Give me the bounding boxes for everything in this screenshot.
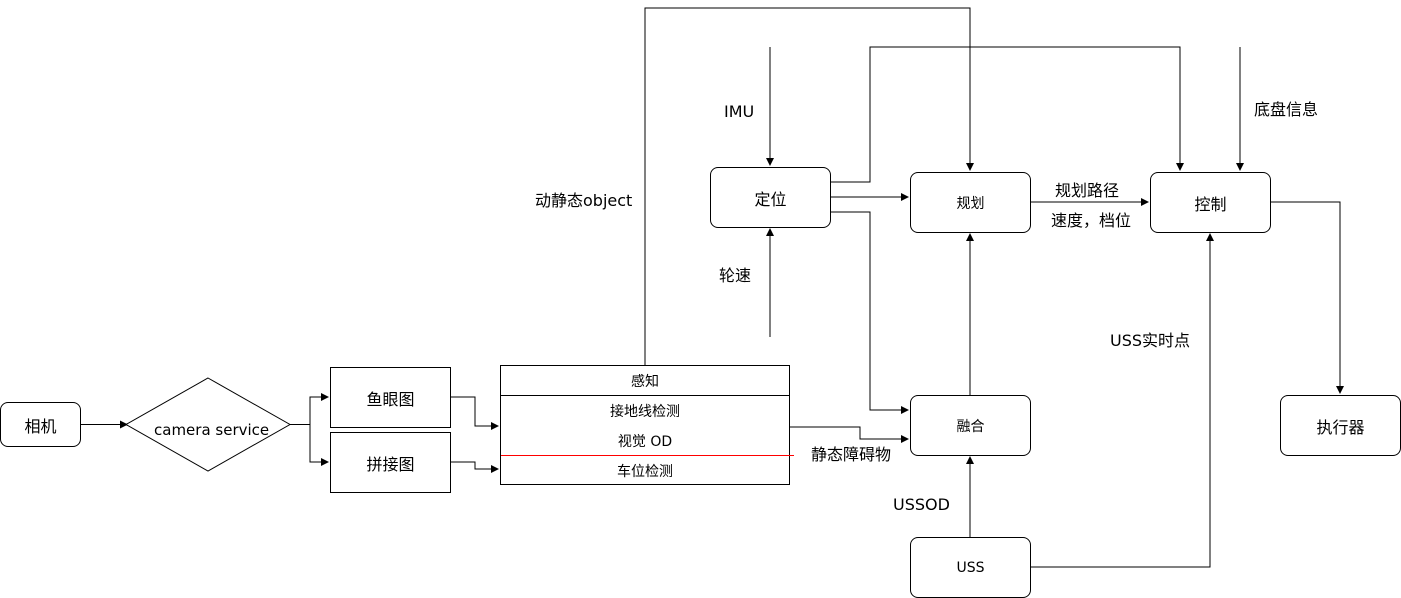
control-node: 控制	[1150, 172, 1271, 233]
edge-stitched-to-perception	[450, 461, 499, 473]
edge-perception-to-fusion	[790, 426, 909, 443]
actuator-node: 执行器	[1280, 395, 1401, 456]
control-label: 控制	[1194, 194, 1227, 214]
localization-label: 定位	[754, 189, 787, 209]
stitched-label: 拼接图	[366, 454, 415, 474]
camera-node: 相机	[0, 402, 81, 447]
uss-label: USS	[956, 559, 985, 576]
fusion-label: 融合	[956, 418, 985, 435]
perception-item-visual-od: 视觉 OD	[617, 434, 673, 450]
perception-item-ground-line: 接地线检测	[610, 404, 680, 420]
edge-service-to-fisheye	[290, 393, 329, 425]
edge-service-to-stitched	[309, 424, 329, 466]
uss-node: USS	[910, 537, 1031, 598]
camera-service-label: camera service	[154, 421, 270, 439]
planning-node: 规划	[910, 172, 1031, 233]
uss-realtime-label: USS实时点	[1110, 327, 1191, 351]
perception-title: 感知	[501, 366, 789, 396]
edge-localization-to-fusion	[830, 211, 909, 414]
ussod-label: USSOD	[893, 495, 950, 514]
fusion-node: 融合	[910, 395, 1031, 456]
chassis-info-label: 底盘信息	[1254, 100, 1319, 119]
planning-label: 规划	[956, 195, 985, 212]
perception-node: 感知 接地线检测 视觉 OD 车位检测	[500, 365, 794, 485]
fisheye-node: 鱼眼图	[330, 367, 451, 428]
static-obstacle-label: 静态障碍物	[811, 445, 892, 464]
localization-node: 定位	[710, 167, 831, 228]
fisheye-label: 鱼眼图	[366, 389, 415, 409]
imu-label: IMU	[724, 102, 755, 121]
edge-control-to-actuator	[1270, 201, 1344, 394]
speed-gear-label: 速度，档位	[1051, 211, 1132, 230]
wheel-speed-label: 轮速	[719, 262, 752, 286]
edge-uss-to-control	[1030, 233, 1214, 568]
dynamic-static-object-label: 动静态object	[535, 191, 633, 210]
actuator-label: 执行器	[1316, 417, 1365, 437]
edge-fisheye-to-perception	[450, 396, 499, 430]
edge-localization-to-control	[830, 46, 1184, 183]
perception-item-parking-slot: 车位检测	[617, 464, 673, 480]
camera-service-diamond	[124, 377, 292, 472]
perception-red-separator	[501, 455, 794, 456]
stitched-node: 拼接图	[330, 432, 451, 493]
planned-path-label: 规划路径	[1055, 181, 1120, 200]
camera-label: 相机	[24, 416, 57, 436]
edge-perception-to-planning	[644, 7, 974, 365]
